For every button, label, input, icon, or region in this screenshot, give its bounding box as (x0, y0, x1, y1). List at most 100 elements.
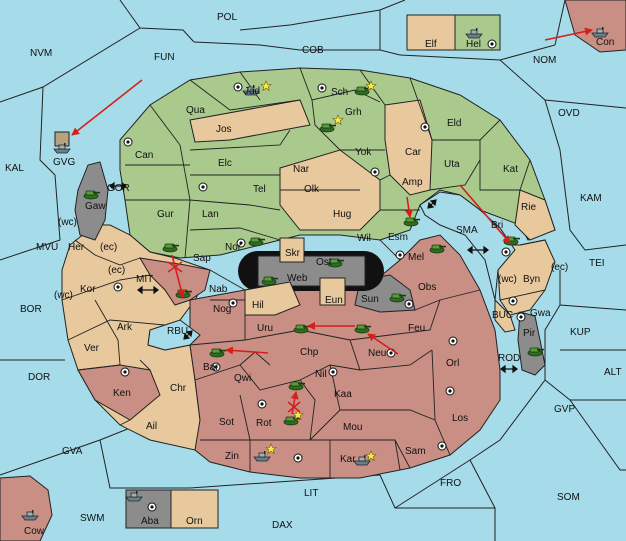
map-labels: POL NVM FUN COB NOM Con Elf Hel OVD KAL … (5, 12, 622, 537)
supply-center-icon (437, 441, 447, 451)
supply-center-icon (370, 167, 380, 177)
label-Feu: Feu (408, 323, 425, 334)
label-KUP: KUP (570, 327, 591, 338)
move-arrow-icon (405, 196, 413, 218)
failed-move-cross-icon (167, 261, 183, 273)
label-GVG: GVG (53, 157, 75, 168)
supply-center-icon (120, 367, 130, 377)
supply-center-icon (211, 362, 221, 372)
label-Her: Her (68, 242, 85, 253)
move-arrow-icon (459, 184, 511, 244)
label-Elc: Elc (218, 158, 232, 169)
label-Qwi: Qwi (234, 373, 251, 384)
supply-center-icon (228, 298, 238, 308)
label-Sot: Sot (219, 417, 234, 428)
label-Kat: Kat (503, 164, 518, 175)
label-KAL: KAL (5, 163, 24, 174)
label-COB: COB (302, 45, 324, 56)
label-Jad: Jad (244, 86, 260, 97)
label-Kar: Kar (340, 454, 356, 465)
label-Ken: Ken (113, 388, 131, 399)
label-Grh: Grh (345, 107, 362, 118)
label-Esm: Esm (388, 232, 408, 243)
label-Cow: Cow (24, 526, 45, 537)
supply-center-icon (113, 282, 123, 292)
label-Eld: Eld (447, 118, 461, 129)
supply-center-icon (420, 122, 430, 132)
label-Yok: Yok (355, 147, 372, 158)
label-MIT: MIT (136, 274, 153, 285)
move-arrow-icon (171, 254, 186, 298)
label-Ark: Ark (117, 322, 133, 333)
label-Hel: Hel (466, 39, 481, 50)
label-BUC: BUC (492, 310, 513, 321)
label-Gur: Gur (157, 209, 174, 220)
label-Ver: Ver (84, 343, 100, 354)
label-Kor: Kor (80, 284, 96, 295)
move-arrow-icon (367, 333, 399, 355)
label-RBU: RBU (167, 326, 188, 337)
label-coast-wc: (wc) (54, 290, 73, 301)
label-BOR: BOR (20, 304, 42, 315)
label-Sch: Sch (331, 87, 348, 98)
label-Uta: Uta (444, 159, 460, 170)
label-Zin: Zin (225, 451, 239, 462)
supply-center-icon (445, 386, 455, 396)
move-arrow-icon (71, 79, 143, 136)
label-Olk: Olk (304, 184, 320, 195)
supply-center-icon (404, 299, 414, 309)
supply-center-icon (147, 502, 157, 512)
label-Rie: Rie (521, 202, 536, 213)
label-Orn: Orn (186, 516, 203, 527)
label-Hug: Hug (333, 209, 351, 220)
supply-center-icon (516, 312, 526, 322)
label-Skr: Skr (285, 248, 301, 259)
label-Eun: Eun (325, 295, 343, 306)
inland-seas (147, 191, 516, 351)
label-GVA: GVA (62, 446, 83, 457)
supply-center-icon (328, 367, 338, 377)
label-Gwa: Gwa (530, 308, 551, 319)
label-Nog: Nog (213, 304, 231, 315)
label-Wil: Wil (357, 233, 371, 244)
label-Nor: Nor (225, 242, 242, 253)
label-DAX: DAX (272, 520, 293, 531)
label-Qua: Qua (186, 105, 205, 116)
label-POL: POL (217, 12, 237, 23)
label-Elf: Elf (425, 39, 437, 50)
label-Amp: Amp (402, 177, 423, 188)
failed-move-cross-icon (287, 401, 301, 413)
move-arrow-icon (225, 346, 269, 355)
supply-center-icon (293, 453, 303, 463)
supply-center-icon (236, 238, 246, 248)
label-Ost: Ost (316, 257, 332, 268)
label-Bri: Bri (491, 220, 503, 231)
label-Aba: Aba (141, 516, 159, 527)
label-TEI: TEI (589, 258, 605, 269)
label-Web: Web (287, 273, 308, 284)
label-SWM: SWM (80, 513, 104, 524)
label-Pir: Pir (523, 328, 536, 339)
label-Tel: Tel (253, 184, 266, 195)
label-FUN: FUN (154, 52, 175, 63)
label-Lan: Lan (202, 209, 219, 220)
label-Mou: Mou (343, 422, 362, 433)
label-Sam: Sam (405, 446, 426, 457)
supply-center-icon (448, 336, 458, 346)
label-LIT: LIT (304, 488, 318, 499)
crossing-arrows (109, 181, 518, 374)
supply-center-icon (487, 39, 497, 49)
label-Con: Con (596, 37, 614, 48)
label-GOR: GOR (107, 183, 130, 194)
label-Nar: Nar (293, 164, 310, 175)
label-Hil: Hil (252, 300, 264, 311)
label-Nil: Nil (315, 369, 327, 380)
label-coast-ec: (ec) (108, 265, 125, 276)
supply-center-icon (508, 296, 518, 306)
label-Obs: Obs (418, 282, 436, 293)
label-ROD: ROD (498, 353, 520, 364)
label-Car: Car (405, 147, 422, 158)
label-coast-ec: (ec) (551, 262, 568, 273)
label-GVP: GVP (554, 404, 575, 415)
